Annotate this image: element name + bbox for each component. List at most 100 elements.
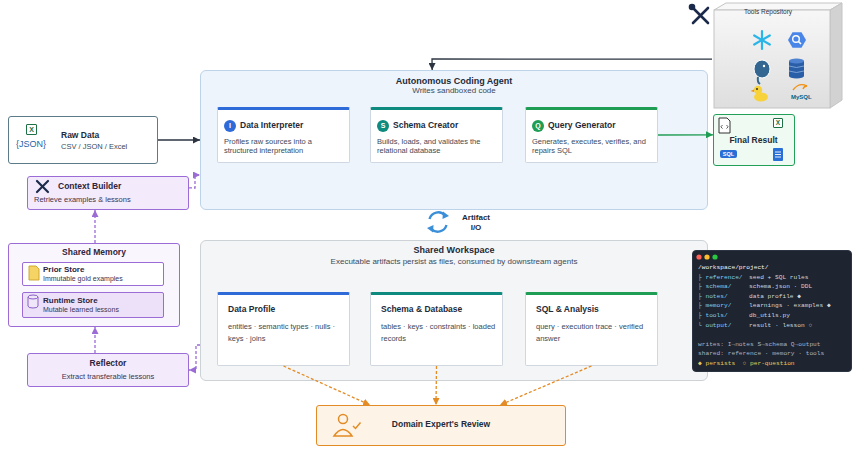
node-text: Immutable gold examples xyxy=(43,275,161,284)
snowflake-icon xyxy=(754,31,770,49)
node-title: Q xyxy=(532,120,544,132)
tools-repository: Tools RepositoryMySQL xyxy=(712,4,842,110)
node-text: MySQL xyxy=(791,94,831,101)
node-title: Schema & Database xyxy=(381,304,496,314)
node-text: Generates, executes, verifies, and repai… xyxy=(532,137,653,155)
flow-connector xyxy=(189,345,200,370)
tools-box-front xyxy=(714,10,830,108)
node-title: Runtime Store xyxy=(43,296,161,306)
node-text: learnings · examples ◆ xyxy=(749,302,831,310)
node-title: SQL & Analysis xyxy=(536,304,651,314)
node-title: S xyxy=(377,120,389,132)
artifact-io-icon xyxy=(430,212,447,231)
artifact-io-arrowhead xyxy=(443,212,450,220)
node-text: Writes sandboxed code xyxy=(201,86,707,96)
node-title: Context Builder xyxy=(58,181,186,191)
node-text: tables · keys · constraints · loaded rec… xyxy=(381,321,496,344)
node-title: Shared Workspace xyxy=(201,245,707,256)
node-text: ◆ persists ○ per-question xyxy=(698,360,795,368)
node-text: Raw Data xyxy=(61,130,156,140)
output-box: XFinal ResultSQL xyxy=(713,114,795,166)
window-dot xyxy=(704,254,709,259)
artifact-card: Schema & Database tables · keys · constra… xyxy=(370,292,503,366)
artifact-card: SQL & Analysis query · execution trace · … xyxy=(525,292,658,366)
workspace-panel: Shared WorkspaceExecutable artifacts per… xyxy=(200,240,708,381)
review-box: Domain Expert's Review xyxy=(316,405,566,446)
file-icon xyxy=(29,266,39,280)
agent-panel: Autonomous Coding AgentWrites sandboxed … xyxy=(200,70,708,210)
node-text: Data Interpreter xyxy=(240,120,346,130)
memory-box: Context BuilderRetrieve examples & lesso… xyxy=(27,176,189,210)
code-file-icon xyxy=(719,118,730,133)
dolphin-icon xyxy=(793,85,807,90)
node-title: I xyxy=(224,120,236,132)
store-icon xyxy=(28,295,38,308)
node-text: ├ schema/ xyxy=(698,283,731,291)
node-text: result · lesson ○ xyxy=(749,322,812,330)
node-text: Extract transferable lessons xyxy=(28,372,188,381)
flow-connector xyxy=(435,366,437,405)
flow-connector xyxy=(500,366,592,405)
artifact-io-label: Artifact I/O xyxy=(458,213,494,233)
document-icon xyxy=(773,148,783,161)
node-text: Query Generator xyxy=(548,120,654,130)
bigquery-icon xyxy=(788,32,806,48)
node-text: shared: reference · memory · tools xyxy=(698,350,824,358)
memory-box: ReflectorExtract transferable lessons xyxy=(27,353,189,387)
node-text: writes: I→notes S→schema Q→output xyxy=(698,341,821,349)
node-text: ├ memory/ xyxy=(698,302,731,310)
node-text: Final Result xyxy=(714,135,793,145)
node-text: Schema Creator xyxy=(393,120,499,130)
artifact-io-arrowhead xyxy=(427,225,434,233)
node-text: Builds, loads, and validates the relatio… xyxy=(377,137,498,155)
person-icon xyxy=(334,415,361,437)
postgres-icon xyxy=(754,60,770,84)
tools-icon xyxy=(690,5,708,23)
store-box: Prior StoreImmutable gold examples xyxy=(22,262,164,286)
node-title: Data Profile xyxy=(228,304,343,314)
node-title: Domain Expert's Review xyxy=(317,419,565,429)
node-title: Autonomous Coding Agent xyxy=(201,76,707,87)
terminal-panel: /workspace/project/ ├ reference/seed + SQ… xyxy=(692,250,852,372)
flow-connector xyxy=(284,366,371,405)
node-text: query · execution trace · verified answe… xyxy=(536,321,651,344)
node-text: schema.json · DDL xyxy=(749,283,812,291)
node-text: Mutable learned lessons xyxy=(43,306,161,315)
node-text: db_utils.py xyxy=(749,312,790,320)
node-text: ├ tools/ xyxy=(698,312,728,320)
store-box: Runtime StoreMutable learned lessons xyxy=(22,292,164,318)
artifact-card: Data Profile entities · semantic types · … xyxy=(217,292,350,366)
node-text: {JSON} xyxy=(11,139,51,150)
node-text: ├ notes/ xyxy=(698,293,728,301)
tools-box-side xyxy=(830,3,842,108)
wrench-icon xyxy=(37,181,48,192)
node-text: seed + SQL rules xyxy=(749,274,808,282)
flow-connector xyxy=(158,139,200,140)
flow-connector xyxy=(189,175,200,188)
node-text: ├ reference/ xyxy=(698,274,743,282)
duck-icon xyxy=(751,86,769,102)
node-text: entities · semantic types · nulls · keys… xyxy=(228,321,343,344)
node-text: Profiles raw sources into a structured i… xyxy=(224,137,345,155)
agent-card: S Schema CreatorBuilds, loads, and valida… xyxy=(370,107,503,163)
node-title: Tools Repository xyxy=(744,8,834,16)
flow-connector xyxy=(94,210,95,243)
memory-group: Shared MemoryPrior StoreImmutable gold e… xyxy=(8,243,180,327)
node-text: └ output/ xyxy=(698,322,731,330)
node-title: Reflector xyxy=(28,358,188,368)
flow-connector xyxy=(658,134,713,135)
node-title: X xyxy=(26,124,37,135)
window-dot xyxy=(696,254,701,259)
node-text: Retrieve examples & lessons xyxy=(34,195,186,204)
node-text: CSV / JSON / Excel xyxy=(61,142,156,151)
node-title: /workspace/project/ xyxy=(698,264,769,272)
node-title: X xyxy=(773,118,783,128)
flow-connector xyxy=(94,327,95,353)
flow-connector xyxy=(432,59,712,70)
node-text: Executable artifacts persist as files, c… xyxy=(201,257,707,267)
window-dot xyxy=(712,254,717,259)
agent-card: I Data InterpreterProfiles raw sources in… xyxy=(217,107,350,163)
node-text: data profile ◆ xyxy=(749,293,801,301)
database-icon xyxy=(789,59,804,79)
